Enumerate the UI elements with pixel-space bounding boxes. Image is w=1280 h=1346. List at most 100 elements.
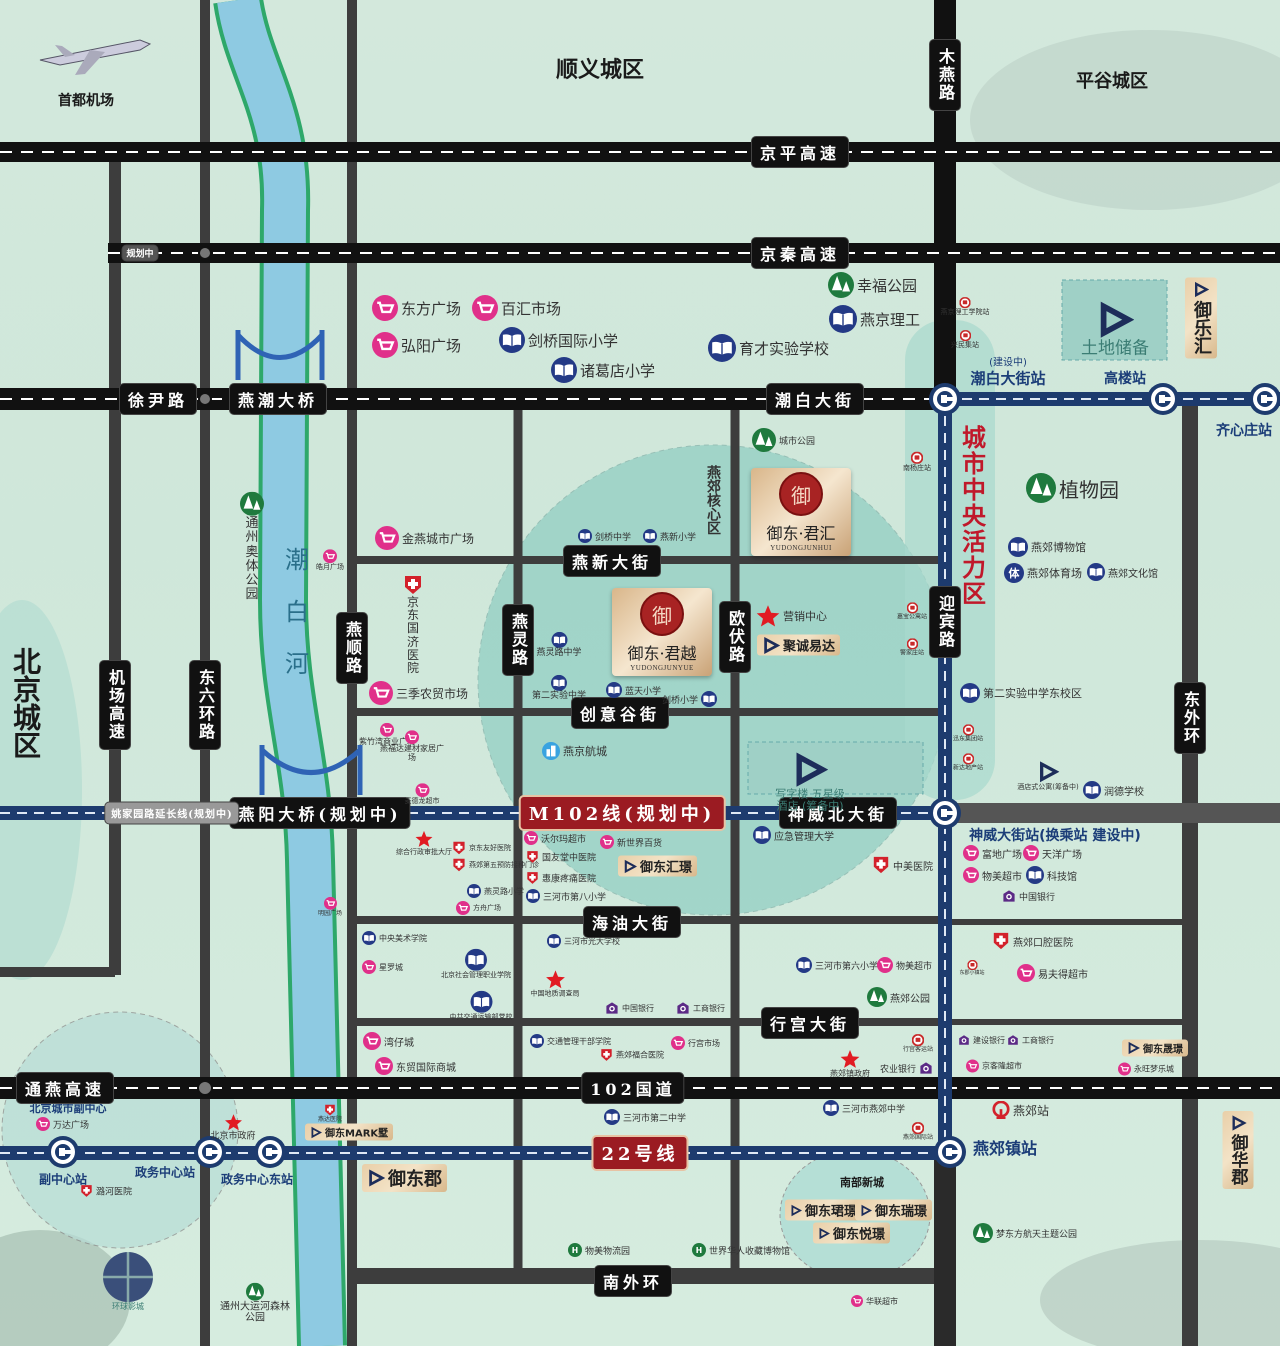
poi-hospital[interactable]: 惠康疼痛医院 <box>526 872 596 885</box>
poi-shop[interactable]: 百汇市场 <box>472 295 561 321</box>
poi-hospital[interactable]: 潞河医院 <box>80 1185 132 1198</box>
poi-park[interactable]: 幸福公园 <box>828 272 917 298</box>
poi-bus[interactable]: 行宫客运站 <box>903 1034 933 1054</box>
poi-shop[interactable]: 皓月广场 <box>316 549 344 572</box>
poi-hospital[interactable]: 国友堂中医院 <box>526 851 596 864</box>
poi-bus[interactable]: 兴民集站 <box>951 330 979 350</box>
poi-school[interactable]: 燕灵路小学 <box>467 884 524 898</box>
poi-school[interactable]: 科技馆 <box>1026 866 1077 884</box>
poi-shop[interactable]: 京客隆超市 <box>966 1059 1022 1073</box>
poi-shop[interactable]: 明园广场 <box>318 896 342 918</box>
poi-school[interactable]: 燕灵路中学 <box>536 631 582 659</box>
poi-bus[interactable]: 警家庄站 <box>900 638 924 657</box>
poi-star[interactable]: 综合行政审批大厅 <box>396 830 452 857</box>
poi-brand[interactable]: 御东瑞璟 <box>855 1199 933 1221</box>
poi-brand[interactable]: 御东晟璟 <box>1122 1039 1188 1057</box>
poi-brand[interactable]: 土地储备 <box>1081 301 1149 359</box>
poi-school[interactable]: 北京社会管理职业学院 <box>441 948 511 980</box>
poi-shop[interactable]: 金燕城市广场 <box>375 526 474 550</box>
poi-hospital[interactable]: 燕郊福合医院 <box>600 1049 664 1062</box>
poi-shop[interactable]: 弘阳广场 <box>372 332 461 358</box>
poi-star[interactable]: 北京市政府 <box>210 1113 256 1142</box>
poi-school[interactable]: 育才实验学校 <box>708 334 829 362</box>
poi-shop[interactable]: 易夫得超市 <box>1017 964 1088 982</box>
metro-station-icon[interactable] <box>928 796 962 834</box>
poi-building[interactable]: 燕京航城 <box>542 742 607 760</box>
poi-school[interactable]: 剑桥国际小学 <box>499 327 618 353</box>
poi-brand[interactable]: 御东郡 <box>362 1164 447 1192</box>
poi-star[interactable]: 燕郊镇政府 <box>830 1049 870 1079</box>
poi-school[interactable]: 第二实验中学东校区 <box>960 683 1082 703</box>
metro-station-icon[interactable] <box>928 382 962 420</box>
poi-star[interactable]: 中国地质调查局 <box>531 969 580 998</box>
metro-station-icon[interactable] <box>1146 382 1180 420</box>
poi-star[interactable]: 营销中心 <box>756 604 827 628</box>
poi-hospital[interactable]: 燕郊第五预防接种门诊 <box>452 858 539 872</box>
poi-shop[interactable]: 天洋广场 <box>1023 845 1082 861</box>
poi-school[interactable]: 第二实验中学 <box>532 674 586 702</box>
metro-station-icon[interactable] <box>193 1135 227 1173</box>
poi-bank[interactable]: 建设银行 <box>958 1034 1005 1046</box>
poi-brand[interactable]: 御乐汇 <box>1185 277 1217 359</box>
poi-school[interactable]: 剑桥小学 <box>662 691 718 707</box>
poi-shop[interactable]: 星罗城 <box>362 960 403 974</box>
poi-bank[interactable]: 工商银行 <box>676 1001 725 1015</box>
poi-brand[interactable]: 御东珺璟 <box>785 1199 863 1221</box>
poi-sport[interactable]: 体燕郊体育场 <box>1004 563 1082 583</box>
metro-station-icon[interactable] <box>933 1135 967 1173</box>
poi-school[interactable]: 交通管理干部学院 <box>530 1034 611 1048</box>
poi-school[interactable]: 三河市燕郊中学 <box>823 1100 905 1116</box>
poi-school[interactable]: 诸葛店小学 <box>551 357 655 383</box>
poi-bus[interactable]: 嘉宝公寓站 <box>897 602 927 621</box>
poi-globe[interactable]: 环球影城 <box>103 1252 153 1312</box>
poi-hospital[interactable]: 京东国济医院 <box>403 575 423 675</box>
poi-park[interactable]: 通州大运河森林公园 <box>220 1282 290 1324</box>
project-yudong-junyue[interactable]: 御 御东·君越 YUDONGJUNYUE <box>612 588 712 676</box>
poi-school[interactable]: 应急管理大学 <box>753 826 834 844</box>
poi-hospital[interactable]: 中美医院 <box>872 856 933 874</box>
poi-shop[interactable]: 物美超市 <box>877 957 932 973</box>
poi-shop[interactable]: 方舟广场 <box>456 901 501 915</box>
poi-shop[interactable]: 湾仔城 <box>363 1032 414 1050</box>
poi-shop[interactable]: 东贸国际商城 <box>375 1057 456 1075</box>
poi-shop[interactable]: 紫竹湾商业广场 <box>359 722 415 747</box>
poi-school[interactable]: 剑桥中学 <box>578 529 631 543</box>
poi-school[interactable]: 润德学校 <box>1083 781 1144 799</box>
poi-school[interactable]: 燕京理工 <box>829 305 920 333</box>
poi-shop[interactable]: 东方广场 <box>372 295 461 321</box>
poi-brand[interactable]: 御华郡 <box>1222 1111 1254 1189</box>
poi-shop[interactable]: 麦德龙超市 <box>405 783 440 806</box>
poi-bus[interactable]: 燕郊国际站 <box>903 1122 933 1142</box>
poi-school[interactable]: 三河市光大学校 <box>547 934 620 948</box>
poi-shop[interactable]: 物美超市 <box>963 867 1022 883</box>
poi-brand[interactable]: 御东MARK墅 <box>305 1123 394 1141</box>
poi-shop[interactable]: 富地广场 <box>963 845 1022 861</box>
poi-park[interactable]: 植物园 <box>1026 473 1119 503</box>
poi-train[interactable]: 燕郊站 <box>992 1101 1049 1119</box>
poi-shop[interactable]: 万达广场 <box>36 1117 89 1131</box>
poi-school[interactable]: 燕新小学 <box>643 529 696 543</box>
poi-bus[interactable]: 迅东集团站 <box>953 724 983 743</box>
metro-station-icon[interactable] <box>253 1135 287 1173</box>
poi-school[interactable]: 中央美术学院 <box>362 931 427 945</box>
poi-shop[interactable]: 行宫市场 <box>671 1036 720 1050</box>
poi-bank[interactable]: 农业银行 <box>880 1061 933 1075</box>
poi-school[interactable]: 中共交通运输部党校 <box>450 990 513 1022</box>
poi-school[interactable]: 蓝天小学 <box>606 682 661 698</box>
poi-school[interactable]: 燕郊文化馆 <box>1087 563 1158 581</box>
poi-shop[interactable]: 新世界百货 <box>600 835 662 849</box>
poi-shop[interactable]: 华联超市 <box>851 1295 898 1307</box>
poi-bank[interactable]: 中国银行 <box>1002 889 1055 903</box>
poi-brand[interactable]: 酒店式公寓(筹备中) <box>1017 761 1079 792</box>
poi-shop[interactable]: 沃尔玛超市 <box>524 831 586 845</box>
poi-shop[interactable]: 永旺梦乐城 <box>1118 1062 1174 1076</box>
poi-school[interactable]: 三河市第六小学 <box>796 957 878 973</box>
poi-shop[interactable]: 三季农贸市场 <box>369 681 468 705</box>
poi-school[interactable]: 三河市第八小学 <box>526 889 606 903</box>
poi-school[interactable]: 燕郊博物馆 <box>1008 537 1086 557</box>
poi-brand[interactable]: 御东汇璟 <box>618 855 698 877</box>
poi-bus[interactable]: 燕京理工学院站 <box>941 297 990 317</box>
poi-bank[interactable]: 工商银行 <box>1007 1034 1054 1046</box>
